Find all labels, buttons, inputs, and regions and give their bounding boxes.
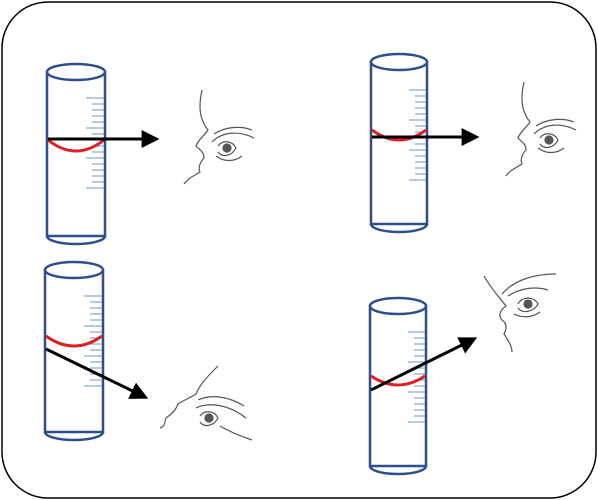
eye-icon [505,81,577,177]
scale-ticks [409,89,426,181]
panel-top-left [45,62,255,246]
panel-bottom-left [43,260,253,442]
panel-top-right [369,52,577,234]
meniscus [370,374,426,387]
meniscus [371,128,427,142]
graduated-cylinder [45,62,107,246]
eye-icon [483,273,557,353]
meniscus [47,138,105,153]
line-of-sight-arrow [370,337,478,392]
graduated-cylinder [43,260,105,442]
eye-icon [159,365,253,441]
scale-ticks [86,97,104,189]
eye-icon [183,89,255,185]
meniscus [45,334,103,348]
panel-bottom-right [368,273,557,476]
line-of-sight-arrow [45,347,149,399]
graduated-cylinder [369,52,429,234]
